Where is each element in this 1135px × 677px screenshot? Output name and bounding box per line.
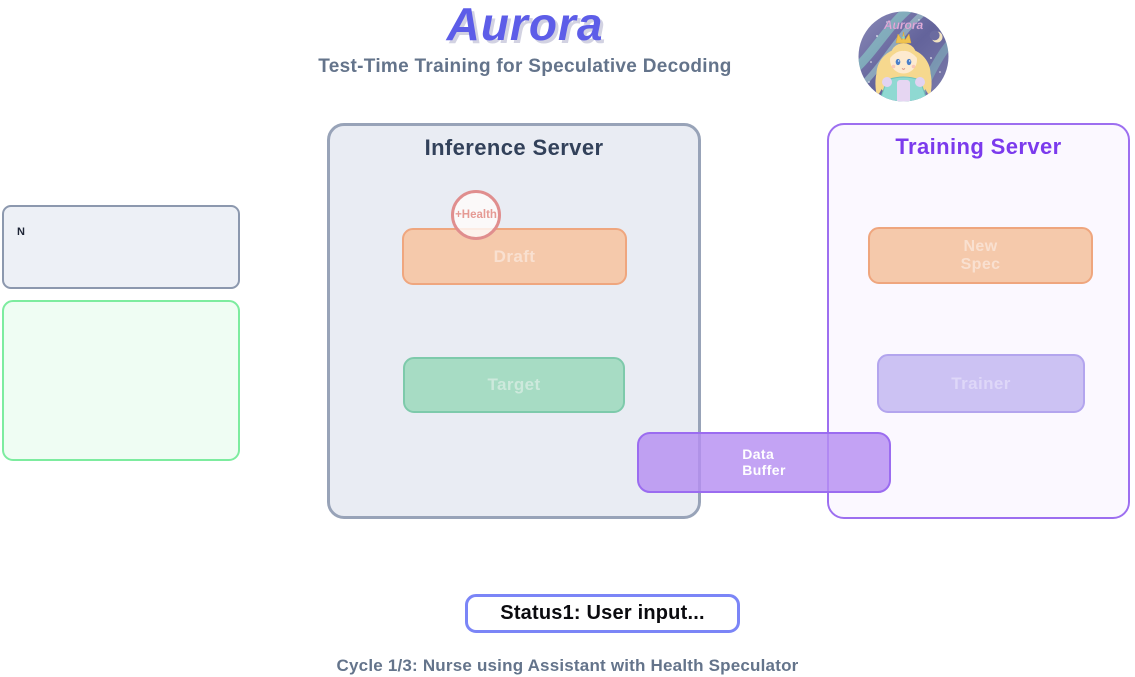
- inference-server-title: Inference Server: [424, 135, 604, 160]
- page-title: Aurora: [446, 0, 604, 50]
- response-box: [2, 300, 240, 461]
- health-badge-label: +Health: [455, 209, 497, 221]
- new-spec-label: New Spec: [960, 237, 1001, 273]
- target-label: Target: [487, 375, 541, 394]
- cycle-caption: Cycle 1/3: Nurse using Assistant with He…: [336, 656, 799, 675]
- aurora-avatar: Aurora: [857, 10, 950, 103]
- status-text: Status1: User input...: [500, 602, 705, 624]
- data-buffer-label: Data Buffer: [742, 445, 786, 478]
- new-spec-node: New Spec: [868, 227, 1093, 284]
- target-node: Target: [403, 357, 625, 413]
- header: Aurora Test-Time Training for Speculativ…: [0, 0, 1050, 78]
- trainer-label: Trainer: [951, 373, 1011, 393]
- status-box: Status1: User input...: [465, 594, 740, 633]
- draft-node: Draft: [402, 228, 627, 285]
- page-subtitle: Test-Time Training for Speculative Decod…: [318, 56, 732, 77]
- user-input-box: N: [2, 205, 240, 289]
- health-badge: +Health: [451, 190, 501, 240]
- aurora-avatar-icon: Aurora: [858, 11, 949, 102]
- data-buffer-node: Data Buffer: [637, 432, 891, 493]
- training-server-title: Training Server: [895, 134, 1062, 159]
- user-input-text: N: [17, 226, 25, 238]
- avatar-text: Aurora: [883, 18, 924, 32]
- trainer-node: Trainer: [877, 354, 1085, 413]
- draft-label: Draft: [493, 246, 536, 266]
